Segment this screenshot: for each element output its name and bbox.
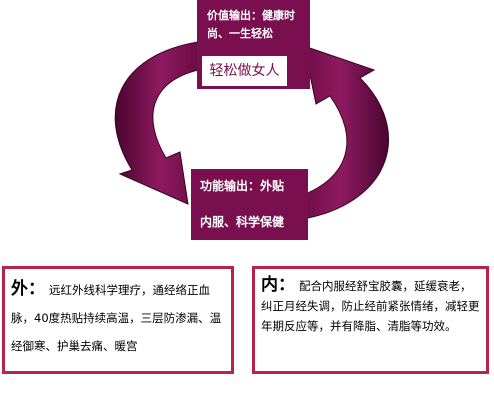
- external-use-heading: 外：: [11, 279, 45, 299]
- internal-use-body: 内：配合内服经舒宝胶囊，延缓衰老，纠正月经失调，防止经前紧张情绪，减轻更年期反应…: [261, 275, 482, 336]
- internal-use-text: 配合内服经舒宝胶囊，延缓衰老，纠正月经失调，防止经前紧张情绪，减轻更年期反应等，…: [261, 279, 480, 333]
- function-output-subtitle: 内服、科学保健: [200, 215, 285, 229]
- left-cycle-arrow: [114, 41, 199, 205]
- internal-use-panel: 内：配合内服经舒宝胶囊，延缓衰老，纠正月经失调，防止经前紧张情绪，减轻更年期反应…: [252, 266, 489, 374]
- slogan-box: 轻松做女人: [201, 55, 288, 87]
- external-use-panel: 外：远红外线科学理疗，通经络正血脉，40度热贴持续高温，三层防渗漏、温经御寒、护…: [2, 266, 234, 374]
- internal-use-heading: 内：: [261, 275, 295, 295]
- function-output-box: [191, 169, 308, 240]
- function-output-title: 功能输出：外贴: [200, 179, 285, 193]
- external-use-text: 远红外线科学理疗，通经络正血脉，40度热贴持续高温，三层防渗漏、温经御寒、护巢去…: [11, 283, 222, 353]
- right-cycle-arrow: [299, 45, 390, 219]
- value-output-text: 价值输出：健康时尚、一生轻松: [207, 9, 295, 40]
- external-use-body: 外：远红外线科学理疗，通经络正血脉，40度热贴持续高温，三层防渗漏、温经御寒、护…: [11, 275, 227, 360]
